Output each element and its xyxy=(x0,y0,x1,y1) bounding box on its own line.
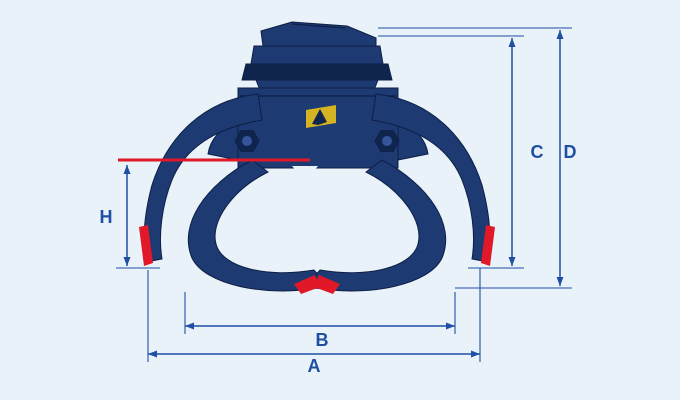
grab-illustration xyxy=(143,21,491,292)
claw-tip-red-center-right xyxy=(314,275,340,294)
dim-label-a: A xyxy=(307,356,321,376)
red-highlights xyxy=(118,158,495,294)
dimension-lines xyxy=(116,27,572,362)
arm-inner-left xyxy=(187,159,323,292)
dim-label-d: D xyxy=(563,142,577,162)
claw-tip-red-right xyxy=(481,225,495,266)
claw-tip-red-center-left xyxy=(294,275,320,294)
flange-bolts xyxy=(252,70,382,74)
rotator-tier xyxy=(250,45,384,65)
arm-outer-right xyxy=(371,93,491,263)
arm-inner-right xyxy=(311,159,447,292)
dim-label-b: B xyxy=(315,330,329,350)
dim-label-c: C xyxy=(530,142,544,162)
rotator-flange xyxy=(241,63,393,81)
pivot-bolt-right-center xyxy=(382,136,392,146)
logo-mark xyxy=(312,109,327,125)
rotator-top-edge xyxy=(291,23,346,29)
body-housing xyxy=(237,87,399,169)
pivot-bolt-left-center xyxy=(242,136,252,146)
arm-outer-left xyxy=(143,93,263,263)
body-center-notch xyxy=(292,166,318,182)
dim-label-h: H xyxy=(99,207,113,227)
claw-tip-red-left xyxy=(139,225,153,266)
